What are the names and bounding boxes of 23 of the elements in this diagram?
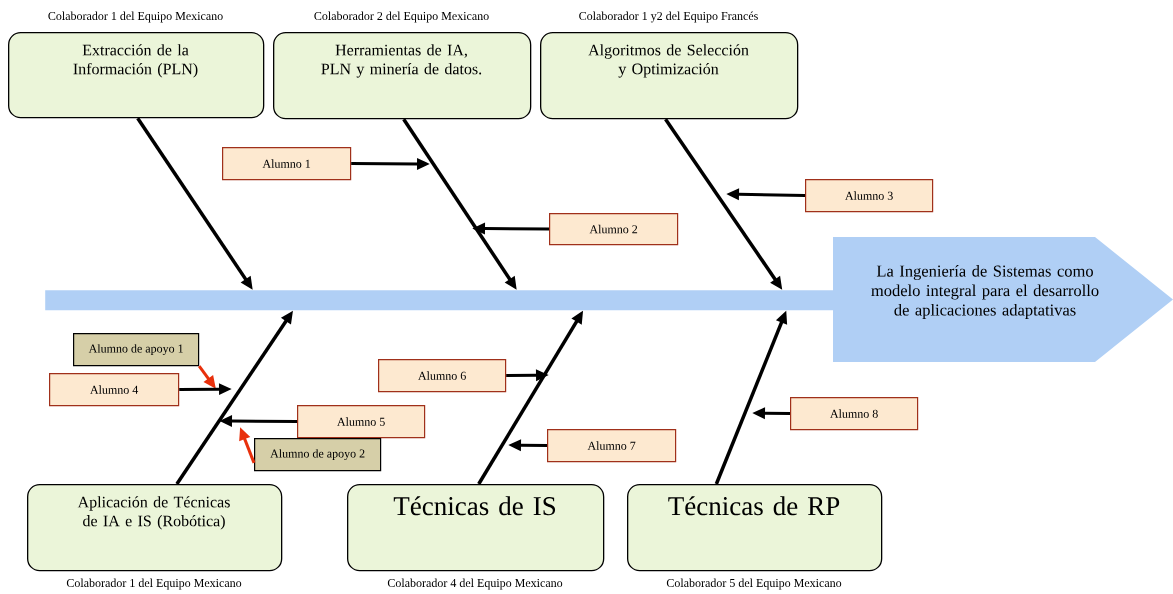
- student-box: Alumno 6: [378, 359, 507, 393]
- collaborator-label: Colaborador 1 del Equipo Mexicano: [66, 578, 242, 590]
- collaborator-label: Colaborador 1 del Equipo Mexicano: [48, 11, 223, 23]
- student-box: Alumno 8: [790, 397, 919, 431]
- support-student-box: Alumno de apoyo 1: [73, 333, 200, 367]
- student-box: Alumno 2: [549, 213, 679, 246]
- collaborator-label: Colaborador 5 del Equipo Mexicano: [666, 578, 842, 590]
- category-box: Técnicas de IS: [347, 484, 605, 572]
- student-box: Alumno 5: [297, 405, 426, 439]
- category-box: Aplicación de Técnicas de IA e IS (Robótica): [27, 484, 283, 572]
- student-box: Alumno 7: [547, 429, 677, 463]
- collaborator-label: Colaborador 2 del Equipo Mexicano: [314, 11, 489, 23]
- category-box: Extracción de la Información (PLN): [8, 32, 265, 119]
- category-box: Herramientas de IA, PLN y minería de datos.: [273, 32, 532, 120]
- category-box: Algoritmos de Selección y Optimización: [540, 32, 799, 120]
- student-box: Alumno 4: [49, 373, 180, 407]
- category-box: Técnicas de RP: [627, 484, 883, 572]
- student-box: Alumno 1: [222, 147, 352, 181]
- collaborator-label: Colaborador 1 y2 del Equipo Francés: [579, 11, 758, 23]
- student-box: Alumno 3: [805, 179, 934, 213]
- support-student-box: Alumno de apoyo 2: [254, 438, 382, 472]
- collaborator-label: Colaborador 4 del Equipo Mexicano: [387, 578, 563, 590]
- spine-bar: [45, 290, 836, 311]
